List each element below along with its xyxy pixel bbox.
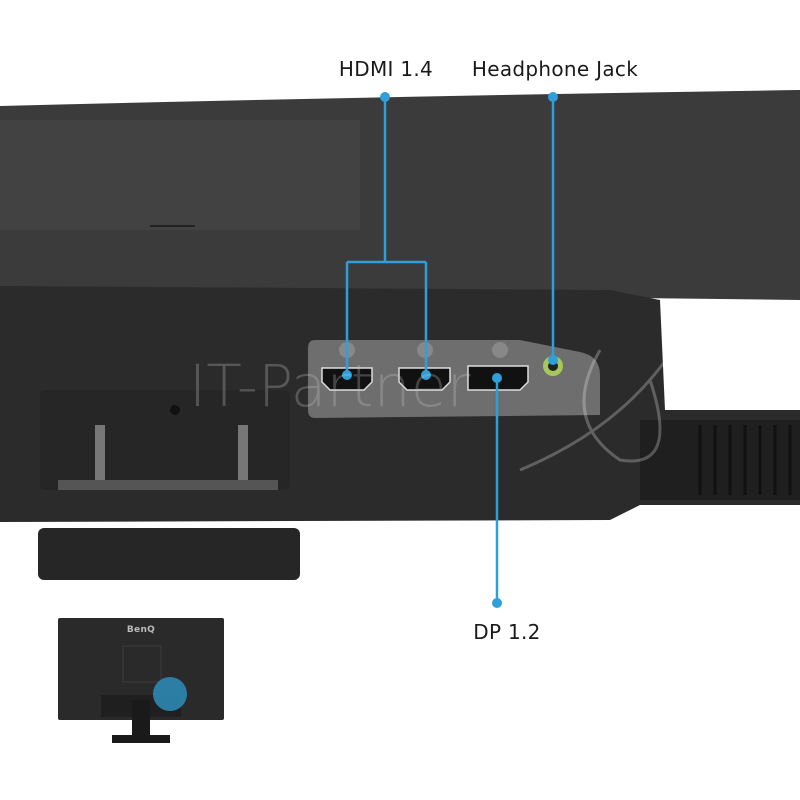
stand-neck [38,528,300,580]
port-panel [308,340,600,418]
callout-dot [548,355,558,365]
callout-dot [548,92,558,102]
callout-dot [421,370,431,380]
callout-dot [492,373,502,383]
callout-dot [492,598,502,608]
callout-label-hdmi: HDMI 1.4 [338,57,434,81]
monitor-thumbnail [58,618,224,743]
callout-dot [342,370,352,380]
vent-area [640,420,800,500]
vesa-recess [0,120,360,230]
callout-label-dp: DP 1.2 [473,620,541,644]
thumbnail-logo: BenQ [126,625,156,635]
callout-lines [345,97,555,603]
callout-label-headphone: Headphone Jack [471,57,639,81]
callout-dot [380,92,390,102]
watermark-swoosh [519,319,692,472]
watermark-text: IT-Partner [189,352,471,420]
